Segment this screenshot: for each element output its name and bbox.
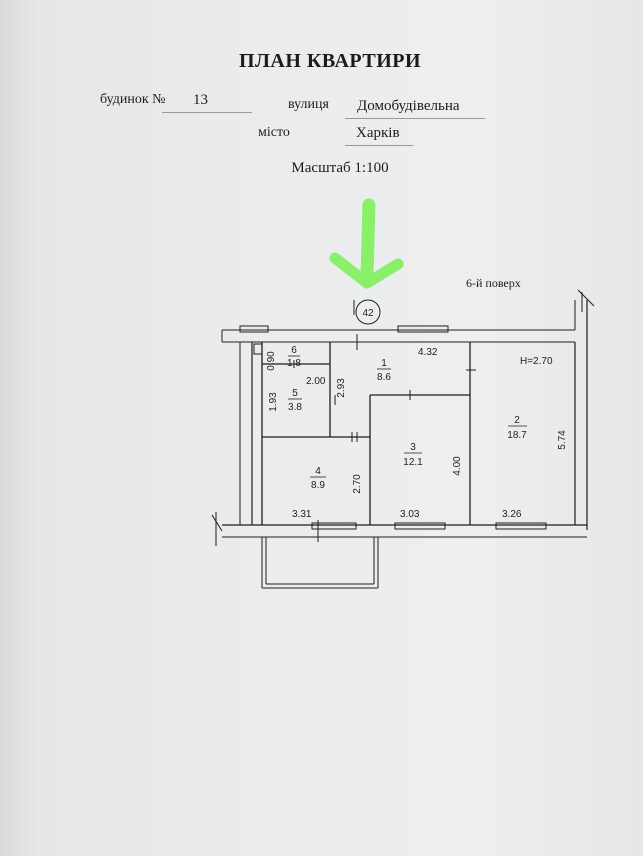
room-4-number: 4	[315, 466, 321, 477]
scale-label: Масштаб 1:100	[291, 160, 389, 176]
house-label: будинок №	[100, 92, 166, 107]
dim-3-31: 3.31	[292, 509, 312, 520]
room-5-area: 3.8	[288, 402, 302, 413]
ceiling-height: H=2.70	[520, 356, 553, 367]
room-2-number: 2	[514, 415, 520, 426]
city-underline	[345, 145, 413, 146]
dimension-labels: 0.90 1.93 2.00 2.93 4.32 4.00 2.70 5.74 …	[266, 347, 568, 520]
house-underline	[162, 112, 252, 113]
dim-1-93: 1.93	[268, 392, 279, 412]
room-labels: 1 8.6 2 18.7 3 12.1 4 8.9 5 3.8 6 1.8 H=…	[287, 345, 553, 491]
green-arrow-icon	[329, 198, 404, 289]
room-1-area: 8.6	[377, 372, 391, 383]
dim-0-90: 0.90	[266, 351, 277, 371]
house-number: 13	[193, 92, 208, 108]
room-6-area: 1.8	[287, 358, 301, 369]
document-title: ПЛАН КВАРТИРИ	[238, 50, 422, 72]
dim-5-74: 5.74	[557, 430, 568, 450]
dim-3-03: 3.03	[400, 509, 420, 520]
dim-4-00: 4.00	[452, 456, 463, 476]
room-2-area: 18.7	[507, 430, 527, 441]
room-5-number: 5	[292, 388, 298, 399]
street-underline	[345, 118, 485, 119]
floor-label: 6-й поверх	[466, 276, 521, 290]
street-value: Домобудівельна	[357, 98, 460, 114]
dim-2-70: 2.70	[352, 474, 363, 494]
street-label: вулиця	[288, 97, 329, 112]
room-6-number: 6	[291, 345, 297, 356]
plan-walls	[211, 289, 595, 589]
apartment-number-circle	[355, 299, 381, 325]
dim-2-00: 2.00	[306, 376, 326, 387]
room-1-number: 1	[381, 358, 387, 369]
city-label: місто	[258, 125, 290, 140]
city-value: Харків	[356, 125, 400, 141]
dim-2-93: 2.93	[336, 378, 347, 398]
apartment-number: 42	[362, 308, 374, 319]
room-3-area: 12.1	[403, 457, 423, 468]
dim-4-32: 4.32	[418, 347, 438, 358]
room-3-number: 3	[410, 442, 416, 453]
dim-3-26: 3.26	[502, 509, 522, 520]
room-4-area: 8.9	[311, 480, 325, 491]
